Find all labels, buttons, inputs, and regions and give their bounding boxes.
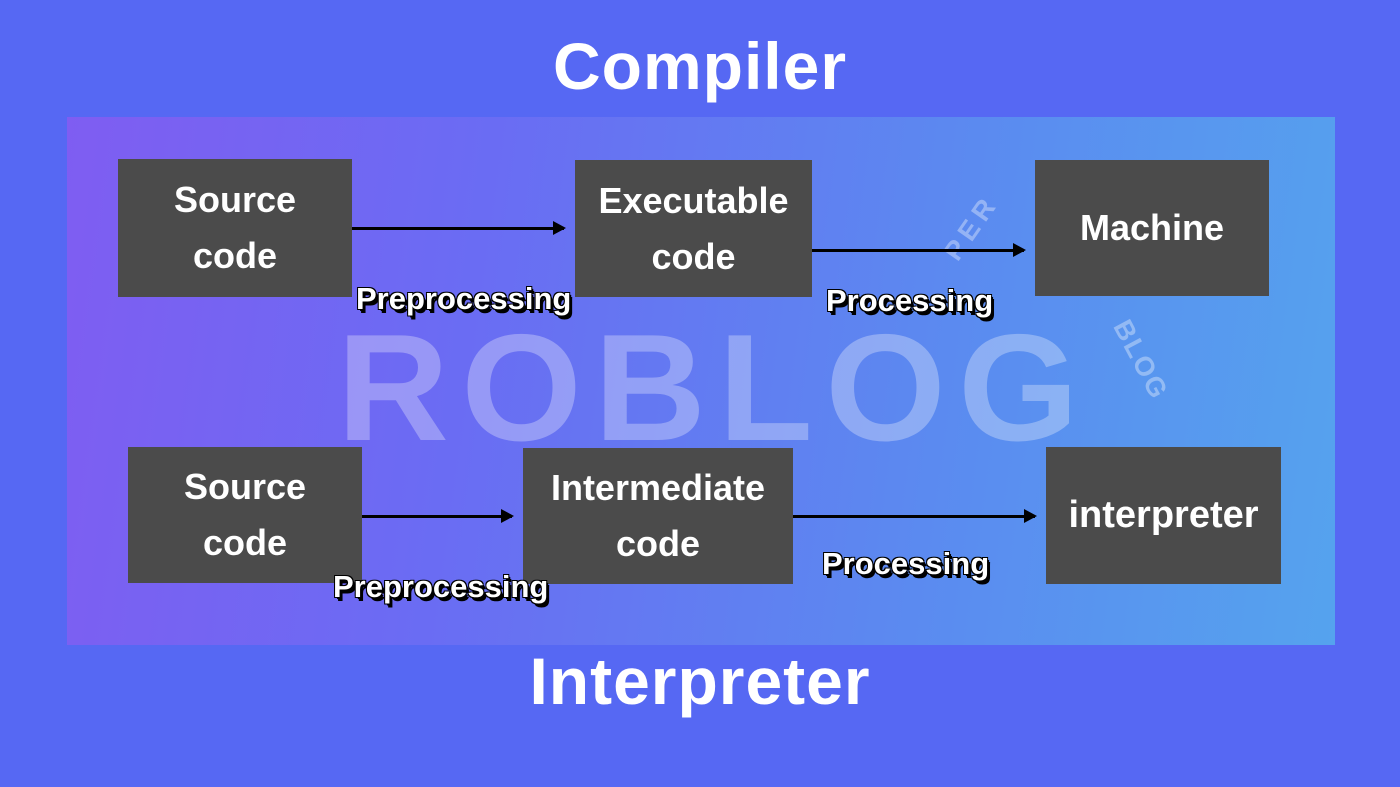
box-intermediate-code-line2: code	[615, 523, 701, 564]
arrowhead-icon	[1024, 509, 1037, 523]
interpreter-processing-label: Processing	[822, 546, 990, 581]
interpreter-arrow-preprocessing	[362, 509, 514, 523]
box-machine: Machine	[1035, 160, 1269, 296]
box-interpreter-line1: interpreter	[1068, 494, 1259, 537]
box-source-code-2-line2: code	[202, 522, 288, 563]
box-interpreter: interpreter	[1046, 447, 1281, 584]
box-executable-code-line1: Executable	[598, 179, 789, 221]
box-machine-line1: Machine	[1079, 207, 1225, 249]
box-source-code: Source code	[118, 159, 352, 297]
box-source-code-2: Source code	[128, 447, 362, 583]
watermark-arc-side: BLOG	[1107, 314, 1175, 405]
box-intermediate-code-line1: Intermediate	[550, 467, 766, 509]
compiler-title: Compiler	[552, 29, 848, 103]
box-intermediate-code: Intermediate code	[523, 448, 793, 584]
watermark-arc-top: PER	[937, 188, 1005, 266]
arrowhead-icon	[501, 509, 514, 523]
compiler-processing-label: Processing	[826, 283, 994, 318]
box-executable-code-line2: code	[651, 235, 736, 277]
interpreter-arrow-processing	[793, 509, 1037, 523]
box-source-code-2-line1: Source	[183, 466, 307, 508]
arrowhead-icon	[553, 221, 566, 235]
box-source-code-line1: Source	[173, 179, 297, 221]
compiler-preprocessing-label: Preprocessing	[356, 281, 572, 316]
box-executable-code: Executable code	[575, 160, 812, 297]
compiler-arrow-processing	[812, 243, 1026, 257]
compiler-arrow-preprocessing	[352, 221, 566, 235]
box-source-code-line2: code	[192, 235, 278, 276]
interpreter-preprocessing-label: Preprocessing	[333, 569, 549, 604]
interpreter-title: Interpreter	[529, 644, 871, 718]
watermark-text: ROBLOG	[337, 303, 1091, 473]
arrowhead-icon	[1013, 243, 1026, 257]
